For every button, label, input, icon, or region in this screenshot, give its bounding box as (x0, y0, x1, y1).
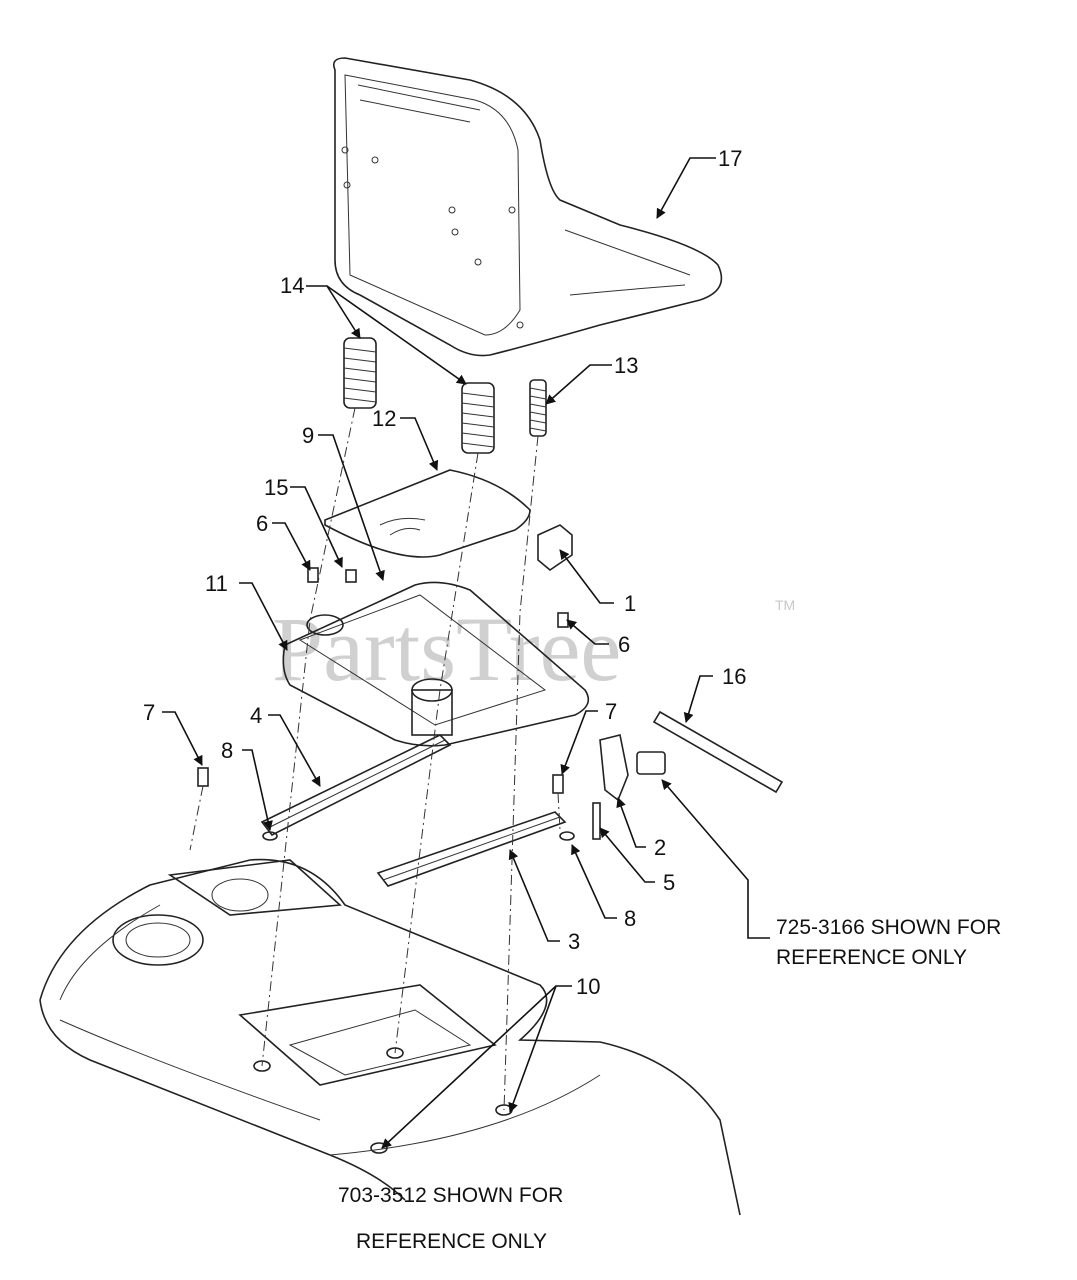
callout-labels: 17 14 13 12 9 15 6 11 1 6 16 7 4 7 8 2 5… (143, 146, 746, 999)
watermark: PartsTree (272, 598, 621, 700)
fender-ref-703 (39, 858, 741, 1216)
pan-part-11 (282, 581, 590, 747)
ref-note-703-line1: 703-3512 SHOWN FOR (338, 1184, 563, 1207)
ref-note-725-line1: 725-3166 SHOWN FOR (776, 916, 1001, 939)
callout-12: 12 (372, 406, 396, 431)
callout-1: 1 (624, 591, 636, 616)
spring-part-13 (529, 379, 547, 437)
rod-part-16 (652, 710, 784, 794)
spring-part-14-left (343, 337, 377, 409)
switch-ref-725 (636, 751, 666, 775)
rail-part-3 (376, 811, 567, 887)
leader-lines (162, 157, 770, 1149)
callout-17: 17 (718, 146, 742, 171)
callout-4: 4 (250, 703, 262, 728)
reference-notes: 725-3166 SHOWN FOR REFERENCE ONLY 703-35… (338, 916, 1001, 1253)
callout-10: 10 (576, 974, 600, 999)
bracket-part-1 (537, 524, 573, 572)
pin-part-5 (592, 802, 601, 840)
callout-15: 15 (264, 475, 288, 500)
callout-8-left: 8 (221, 738, 233, 763)
ref-note-703-line2: REFERENCE ONLY (356, 1230, 547, 1253)
callout-7-right: 7 (605, 699, 617, 724)
callout-5: 5 (663, 870, 675, 895)
callout-16: 16 (722, 664, 746, 689)
callout-9: 9 (302, 423, 314, 448)
alignment-lines (189, 407, 561, 1111)
rail-part-4 (260, 734, 452, 837)
callout-6-right: 6 (618, 632, 630, 657)
watermark-tm: TM (775, 597, 795, 613)
ref-note-725-line2: REFERENCE ONLY (776, 946, 967, 969)
callout-3: 3 (568, 929, 580, 954)
bracket-part-2 (599, 734, 629, 802)
plate-part-12 (324, 469, 531, 558)
callout-14: 14 (280, 273, 304, 298)
callout-2: 2 (654, 835, 666, 860)
seat-part-17 (332, 57, 723, 357)
callout-11: 11 (205, 571, 228, 596)
callout-8-right: 8 (624, 906, 636, 931)
spring-part-14-right (461, 382, 495, 454)
callout-13: 13 (614, 353, 638, 378)
callout-7-left: 7 (143, 700, 155, 725)
callout-6-left: 6 (256, 511, 268, 536)
